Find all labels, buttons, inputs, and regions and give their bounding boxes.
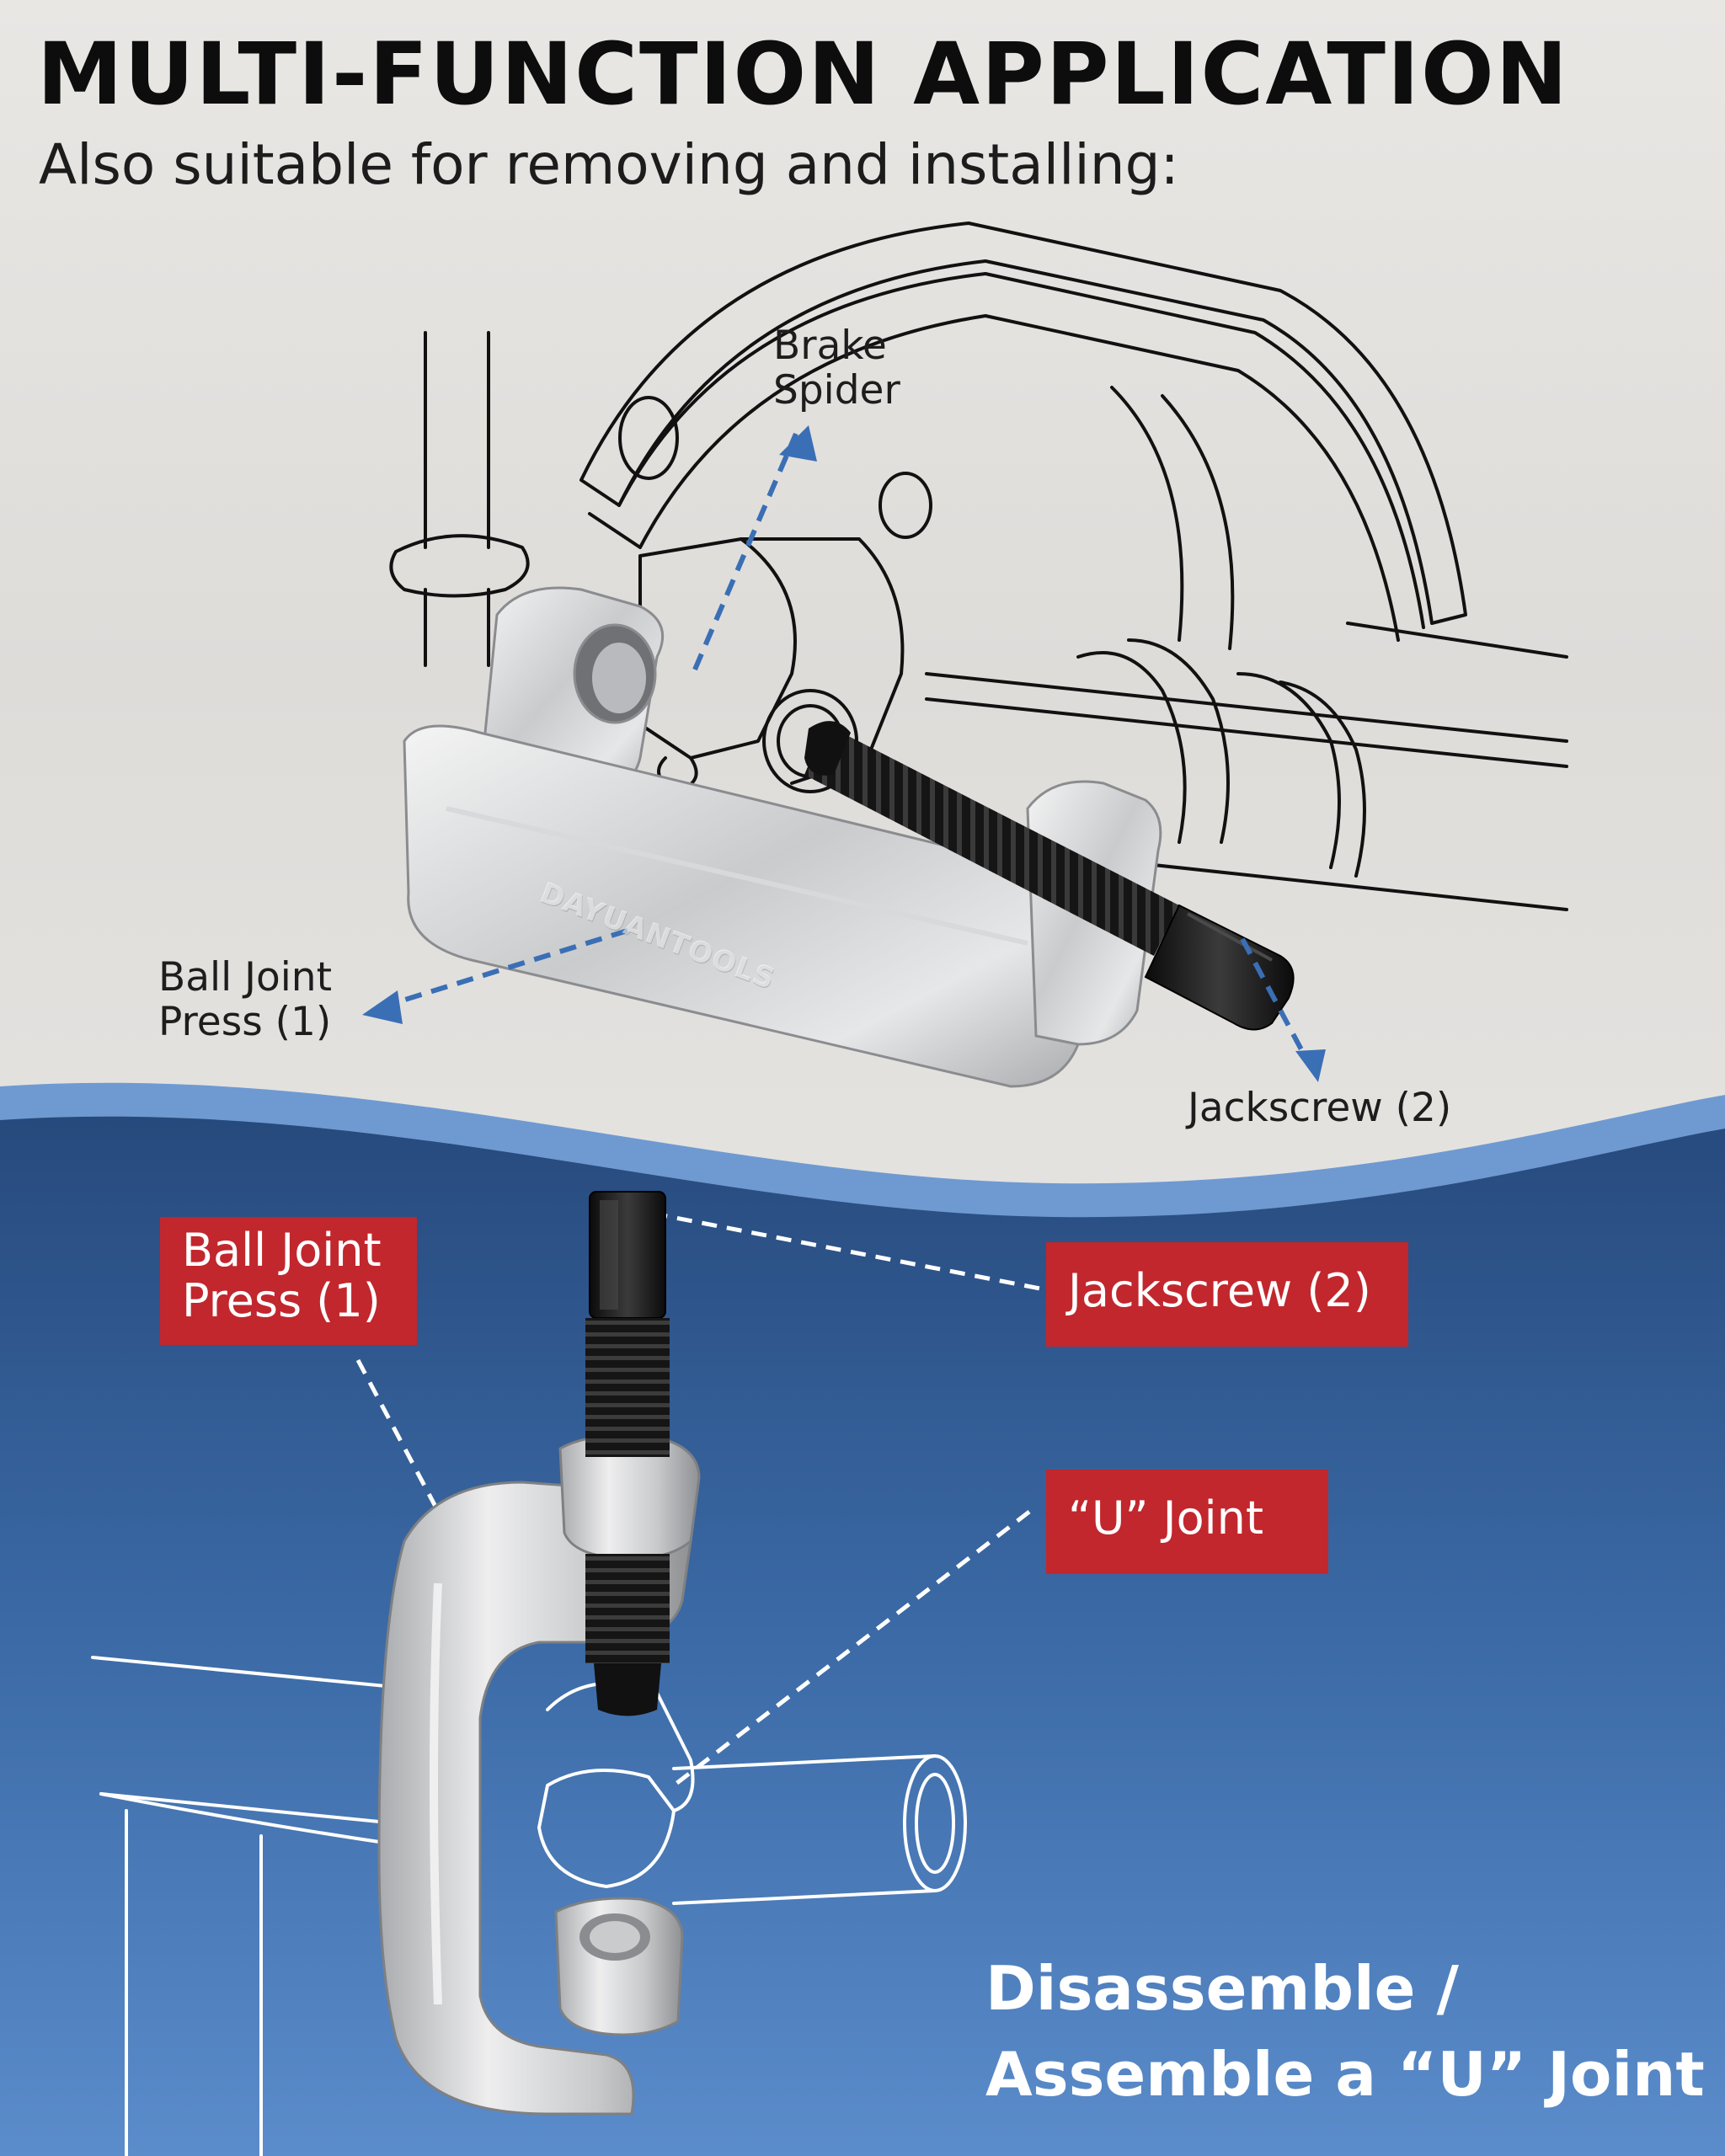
page-subtitle: Also suitable for removing and installin… xyxy=(39,132,1179,197)
arrow-heads-top xyxy=(362,425,1326,1082)
callout-brake-spider-line-1: Brake xyxy=(773,323,887,369)
callout-ball-joint-press-line-1: Ball Joint xyxy=(158,954,332,1001)
callout-ball-joint-press-line-2: Press (1) xyxy=(158,998,332,1045)
dashed-arrows-top xyxy=(382,432,1312,1067)
callout-brake-spider-line-2: Spider xyxy=(773,366,900,414)
label-u-joint: “U” Joint xyxy=(1046,1470,1328,1574)
bottom-title-line-1: Disassemble / xyxy=(985,1953,1459,2024)
page-title: MULTI-FUNCTION APPLICATION xyxy=(37,24,1570,125)
press-frame-top xyxy=(403,586,1162,1088)
callout-brake-spider: Brake Spider xyxy=(773,323,900,414)
jackscrew-top xyxy=(804,721,1295,1031)
callout-jackscrew: Jackscrew (2) xyxy=(1188,1085,1452,1131)
label-jackscrew: Jackscrew (2) xyxy=(1046,1242,1408,1347)
bottom-title: Disassemble / Assemble a “U” Joint xyxy=(985,1945,1705,2117)
label-ball-joint-press: Ball Joint Press (1) xyxy=(160,1217,417,1345)
callout-ball-joint-press: Ball Joint Press (1) xyxy=(158,954,332,1045)
bottom-title-line-2: Assemble a “U” Joint xyxy=(985,2039,1705,2111)
label-ball-joint-press-line-2: Press (1) xyxy=(182,1274,381,1328)
label-ball-joint-press-line-1: Ball Joint xyxy=(182,1224,382,1277)
jackscrew-bottom xyxy=(585,1191,670,1716)
